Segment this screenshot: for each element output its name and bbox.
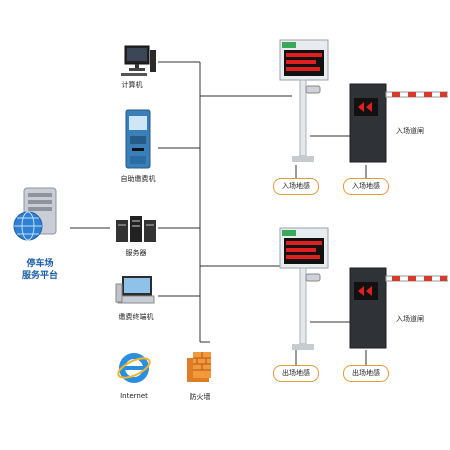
computer-label: 计算机 [121,81,143,89]
kiosk-label: 自助缴费机 [120,175,156,183]
internet-explorer-icon [116,350,152,386]
kiosk-icon [120,108,156,170]
terminal-icon [114,274,158,306]
entry-gate-label: 入场道闸 [396,127,424,135]
entry-barrier-gate-icon [344,80,449,166]
server-globe-icon [10,186,66,246]
exit-gate-label: 入场道闸 [396,315,424,323]
server-label: 服务器 [125,249,147,257]
platform-label: 停车场 服务平台 [21,259,58,281]
internet-label: Internet [120,392,148,400]
exit-display-pole-icon [274,226,330,354]
exit-barrier-gate-icon [344,264,449,352]
terminal-label: 缴费终端机 [118,313,154,321]
firewall-icon [183,350,217,384]
computer-icon [115,44,157,78]
entry-sensor-right: 入场地感 [343,178,389,195]
server-icon [114,214,158,244]
exit-sensor-left: 出场地感 [273,365,319,382]
entry-sensor-left: 入场地感 [273,178,319,195]
firewall-label: 防火墙 [189,393,211,401]
exit-sensor-right: 出场地感 [343,365,389,382]
entry-display-pole-icon [274,38,330,166]
